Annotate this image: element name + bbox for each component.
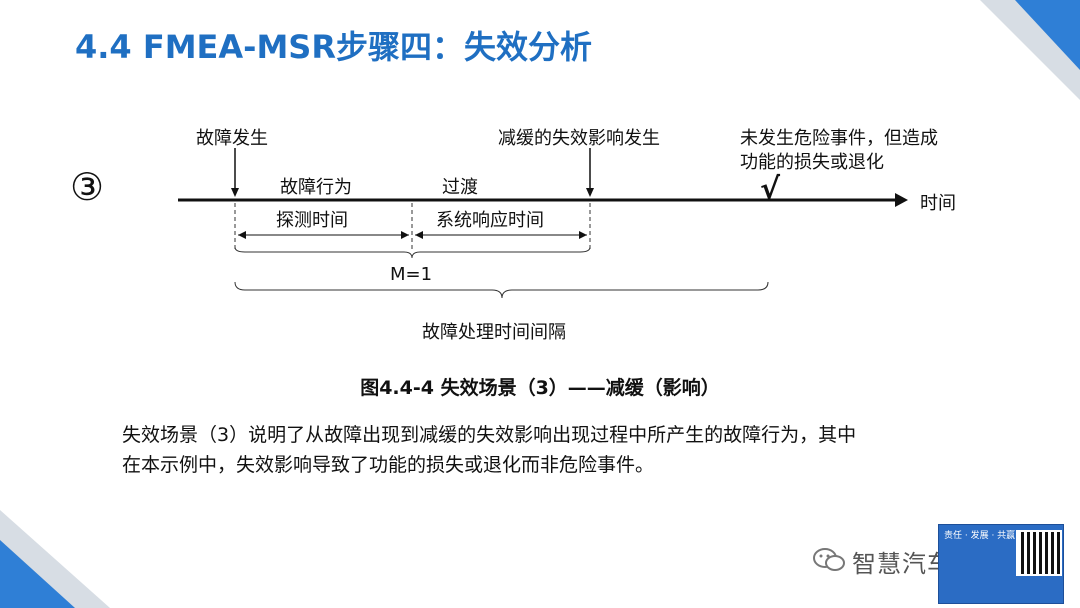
description-paragraph: 失效场景（3）说明了从故障出现到减缓的失效影响出现过程中所产生的故障行为，其中 … (122, 420, 1002, 480)
fault-handling-brace (234, 281, 769, 299)
qr-code-icon (1016, 530, 1062, 576)
paragraph-line-2: 在本示例中，失效影响导致了功能的损失或退化而非危险事件。 (122, 454, 655, 476)
label-fault-behavior: 故障行为 (280, 177, 352, 198)
label-time-axis: 时间 (920, 193, 956, 214)
scenario-marker: ③ (70, 165, 105, 209)
label-fault-handling-interval: 故障处理时间间隔 (422, 322, 566, 343)
label-no-hazard-line2: 功能的损失或退化 (740, 152, 884, 173)
check-mark: √ (760, 172, 781, 207)
timeline-diagram (178, 148, 908, 299)
label-detection-time: 探测时间 (276, 210, 348, 231)
time-axis-arrowhead (895, 193, 908, 207)
label-transition: 过渡 (442, 177, 478, 198)
figure-caption: 图4.4-4 失效场景（3）——减缓（影响） (360, 377, 720, 399)
label-no-hazard-line1: 未发生危险事件，但造成 (740, 128, 938, 149)
bottom-left-corner-decoration (0, 510, 110, 608)
page-title: 4.4 FMEA-MSR步骤四：失效分析 (75, 28, 592, 66)
label-system-response-time: 系统响应时间 (436, 210, 544, 231)
card-text: 责任 · 发展 · 共赢 (944, 531, 1016, 541)
top-right-corner-decoration (980, 0, 1080, 100)
paragraph-line-1: 失效场景（3）说明了从故障出现到减缓的失效影响出现过程中所产生的故障行为，其中 (122, 424, 857, 446)
label-m-equals: M=1 (390, 264, 433, 285)
m-brace (234, 246, 591, 259)
wechat-icon (813, 548, 845, 571)
label-fault-occurs: 故障发生 (196, 128, 268, 149)
label-mitigated-effect-occurs: 减缓的失效影响发生 (498, 128, 660, 149)
